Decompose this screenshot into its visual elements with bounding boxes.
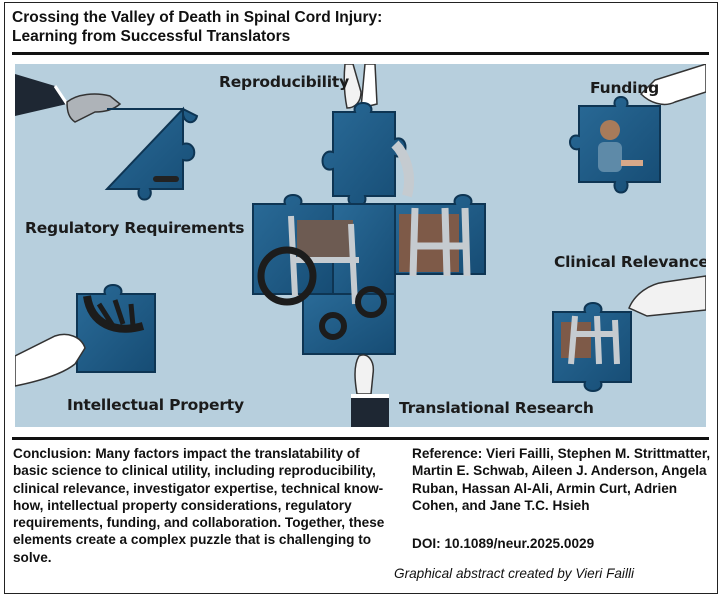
abstract-frame xyxy=(4,2,718,594)
wheelchair-icon xyxy=(257,215,387,340)
label-translational-research: Translational Research xyxy=(399,399,594,417)
page-title: Crossing the Valley of Death in Spinal C… xyxy=(12,8,652,46)
puzzle-piece-icon xyxy=(104,106,199,201)
credit-text: Graphical abstract created by Vieri Fail… xyxy=(394,566,635,581)
conclusion-text: Conclusion: Many factors impact the tran… xyxy=(13,446,385,565)
title-line-2: Learning from Successful Translators xyxy=(12,28,291,45)
walker-icon xyxy=(399,207,471,277)
walker-icon xyxy=(561,315,620,365)
bottom-divider xyxy=(12,437,709,440)
puzzle-illustration xyxy=(15,64,706,427)
doi-text: DOI: 10.1089/neur.2025.0029 xyxy=(412,536,595,551)
object-icon xyxy=(153,176,179,182)
label-funding: Funding xyxy=(590,79,660,97)
person-icon xyxy=(391,140,415,198)
label-clinical-relevance: Clinical Relevance xyxy=(554,253,706,271)
title-line-1: Crossing the Valley of Death in Spinal C… xyxy=(12,9,383,26)
puzzle-piece-icon xyxy=(321,102,407,208)
hand-icon xyxy=(351,354,389,427)
top-divider xyxy=(12,52,709,55)
graphical-abstract-figure: Reproducibility Funding Regulatory Requi… xyxy=(15,64,706,427)
label-intellectual-property: Intellectual Property xyxy=(67,396,244,414)
hand-icon xyxy=(628,275,706,317)
person-icon xyxy=(598,120,643,172)
hand-icon xyxy=(15,74,122,123)
hand-icon xyxy=(639,64,706,106)
wheel-icon xyxy=(83,295,145,333)
hand-icon xyxy=(15,333,86,387)
hand-icon xyxy=(343,64,378,109)
label-reproducibility: Reproducibility xyxy=(219,73,350,91)
reference-text: Reference: Vieri Failli, Stephen M. Stri… xyxy=(412,446,711,513)
label-regulatory-requirements: Regulatory Requirements xyxy=(25,219,245,237)
